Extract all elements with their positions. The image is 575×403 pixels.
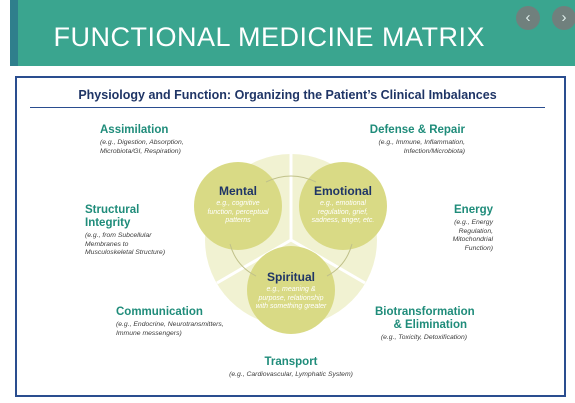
divider-right: [290, 238, 366, 285]
assimilation-heading: Assimilation: [100, 124, 169, 136]
mental-heading: Mental: [218, 184, 257, 198]
mental-circle: [194, 162, 282, 250]
page-title: FUNCTIONAL MEDICINE MATRIX: [53, 22, 485, 52]
label-communication: Communication (e.g., Endocrine, Neurotra…: [116, 306, 224, 338]
spiritual-heading: Spiritual: [266, 270, 315, 284]
spiritual-circle: [247, 246, 335, 334]
spiritual-detail: e.g., meaning & purpose, relationship wi…: [255, 286, 327, 310]
communication-heading: Communication: [116, 306, 203, 318]
defense-repair-detail: (e.g., Immune, Inflammation, Infection/M…: [378, 139, 465, 155]
mental-detail: e.g., cognitive function, perceptual pat…: [207, 200, 269, 224]
header-accent-strip: [10, 0, 18, 66]
biotransformation-detail: (e.g., Toxicity, Detoxification): [380, 334, 467, 341]
label-transport: Transport (e.g., Cardiovascular, Lymphat…: [191, 356, 391, 380]
header-banner: FUNCTIONAL MEDICINE MATRIX ‹ ›: [10, 0, 575, 66]
core-spiritual: Spiritual e.g., meaning & purpose, relat…: [254, 270, 328, 312]
divider-left: [216, 238, 292, 285]
energy-detail: (e.g., Energy Regulation, Mitochondrial …: [452, 219, 493, 252]
emotional-detail: e.g., emotional regulation, grief, sadne…: [311, 200, 375, 224]
core-mental: Mental e.g., cognitive function, percept…: [204, 184, 272, 226]
chevron-left-icon: ‹: [525, 9, 531, 26]
transport-heading: Transport: [264, 356, 318, 368]
core-emotional: Emotional e.g., emotional regulation, gr…: [306, 184, 380, 226]
structural-integrity-detail: (e.g., from Subcellular Membranes to Mus…: [85, 232, 166, 256]
energy-heading: Energy: [454, 204, 493, 216]
assimilation-detail: (e.g., Digestion, Absorption, Microbiota…: [100, 139, 184, 155]
label-defense-repair: Defense & Repair (e.g., Immune, Inflamma…: [360, 124, 465, 156]
card-title: Physiology and Function: Organizing the …: [78, 88, 497, 102]
biotransformation-heading: Biotransformation & Elimination: [375, 306, 475, 331]
previous-slide-button[interactable]: ‹: [516, 6, 540, 30]
label-assimilation: Assimilation (e.g., Digestion, Absorptio…: [100, 124, 220, 156]
label-energy: Energy (e.g., Energy Regulation, Mitocho…: [425, 204, 493, 253]
label-biotransformation: Biotransformation & Elimination (e.g., T…: [375, 306, 475, 343]
emotional-heading: Emotional: [313, 184, 372, 198]
title-divider: [30, 107, 545, 108]
transport-detail: (e.g., Cardiovascular, Lymphatic System): [229, 371, 353, 378]
label-structural-integrity: Structural Integrity (e.g., from Subcell…: [85, 204, 177, 258]
defense-repair-heading: Defense & Repair: [369, 124, 465, 136]
chevron-right-icon: ›: [561, 9, 567, 26]
communication-detail: (e.g., Endocrine, Neurotransmitters, Imm…: [116, 321, 224, 337]
arrow-emotional-spiritual: [326, 243, 353, 277]
arrow-mental-emotional: [265, 175, 317, 183]
structural-integrity-heading: Structural Integrity: [85, 204, 140, 229]
next-slide-button[interactable]: ›: [552, 6, 575, 30]
emotional-circle: [299, 162, 387, 250]
arrow-spiritual-mental: [229, 243, 257, 277]
